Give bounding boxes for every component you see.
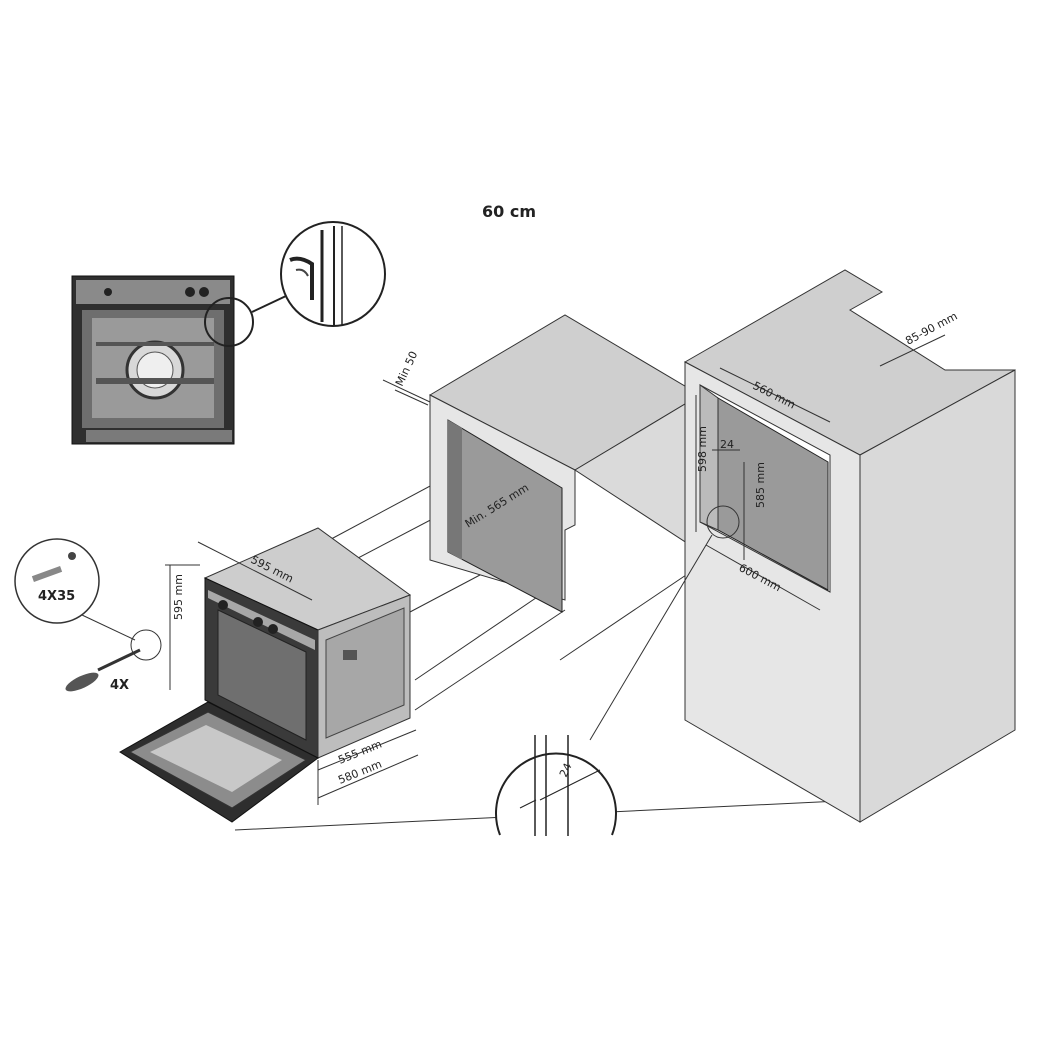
corner-detail-leader xyxy=(589,534,713,741)
screw-size-label: 4X35 xyxy=(38,589,75,604)
gap-24-label: 24 xyxy=(720,438,734,451)
tall-column-cabinet xyxy=(683,269,1016,823)
screw-leader xyxy=(81,614,136,641)
height-598-dimension: 598 mm xyxy=(695,395,709,532)
screw-callout: 4X35 xyxy=(14,538,100,624)
oven-front-thumbnail xyxy=(71,275,254,445)
height-585-dimension: 585 mm xyxy=(743,462,767,560)
diagram-title: 60 cm xyxy=(482,202,536,221)
height-598-label: 598 mm xyxy=(696,426,709,472)
magnifier-leader xyxy=(251,295,287,313)
corner-detail-marker xyxy=(706,505,740,539)
min-50-label: Min 50 xyxy=(393,349,420,388)
screw-position-marker xyxy=(130,629,162,661)
oven-height-595-dimension: 595 mm xyxy=(165,564,200,690)
screw-quantity-label: 4X xyxy=(110,678,129,693)
height-585-label: 585 mm xyxy=(754,462,767,508)
vent-dimension-line xyxy=(879,334,946,367)
gap-24-dimension: 24 xyxy=(712,438,740,451)
detail-24-label: 24 xyxy=(557,761,575,779)
side-gap-detail-magnifier: 24 xyxy=(495,735,617,836)
screwdriver-icon xyxy=(65,648,141,692)
hinge-detail-magnifier xyxy=(280,221,386,327)
min-50-dimension: Min 50 xyxy=(382,349,431,406)
oven-height-595-label: 595 mm xyxy=(172,574,185,620)
oven-depth-580-dimension: 580 mm xyxy=(317,754,419,805)
undercounter-cabinet xyxy=(428,314,701,613)
oven-appliance xyxy=(119,527,412,823)
